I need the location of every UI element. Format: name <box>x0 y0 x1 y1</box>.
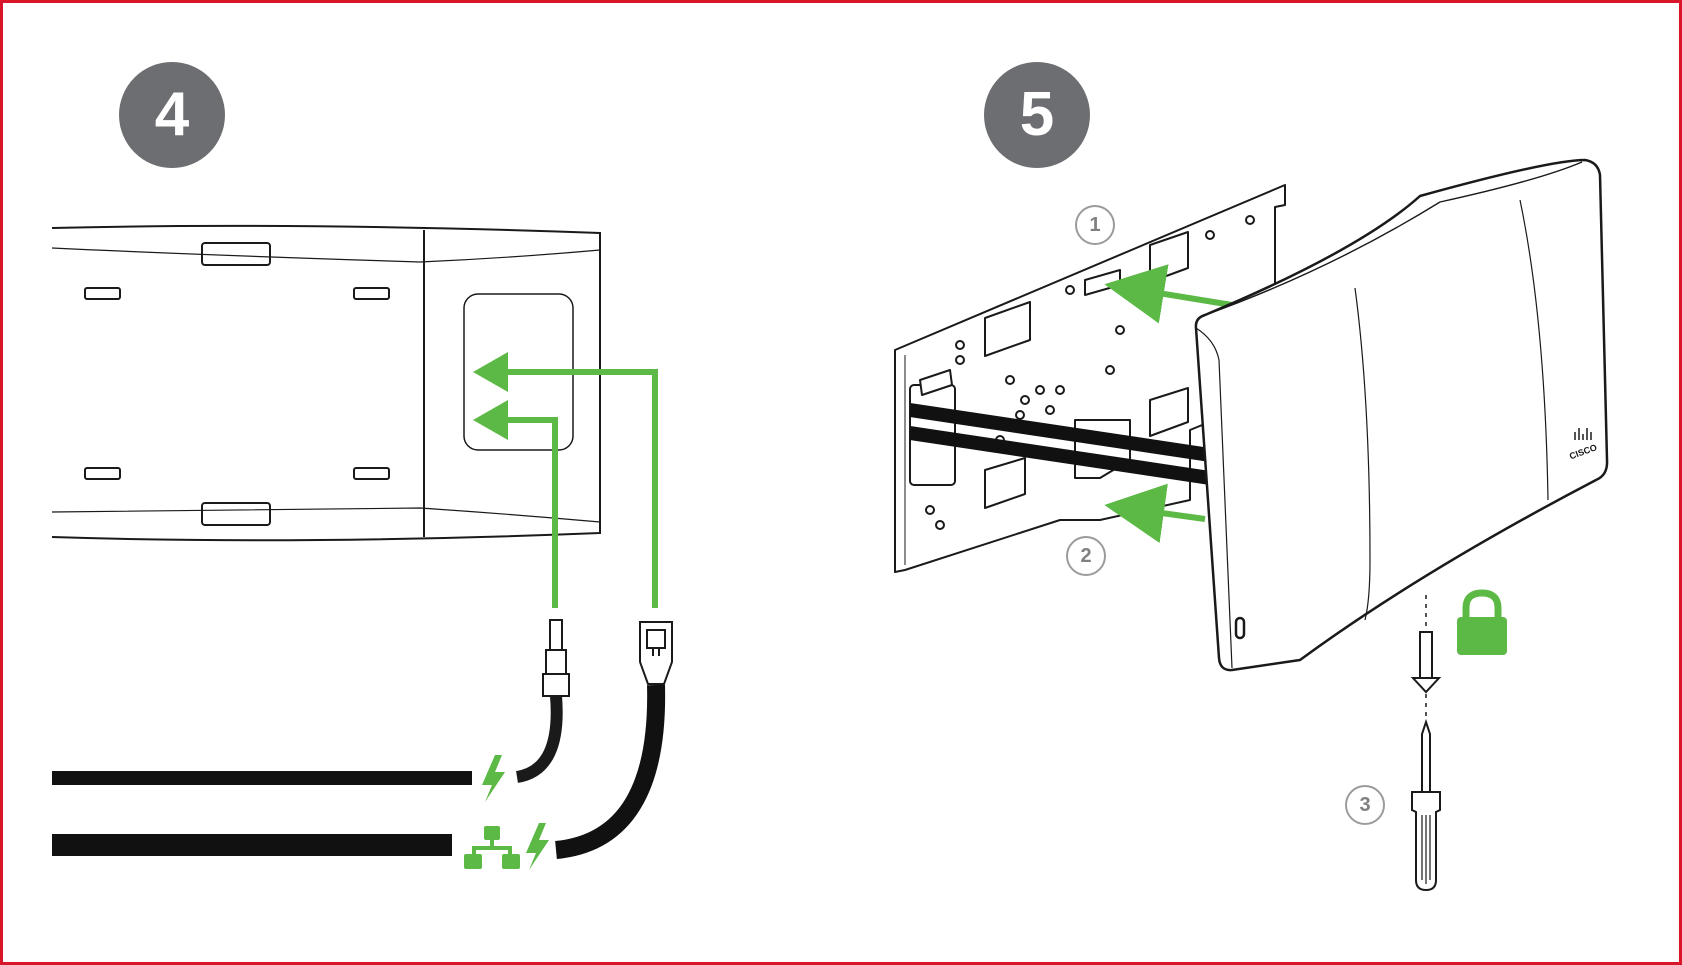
lightning-bolt-icon <box>526 823 549 870</box>
step-4-badge: 4 <box>119 62 225 168</box>
padlock-icon <box>1457 589 1507 655</box>
callout-2: 2 <box>1066 536 1106 576</box>
arrowhead-upper <box>473 352 508 392</box>
cable-routing-arrows <box>505 369 658 608</box>
mounting-rail-upper <box>908 403 1212 462</box>
access-point-back-panel <box>51 224 601 542</box>
callout-3: 3 <box>1345 785 1385 825</box>
callout-1: 1 <box>1075 205 1115 245</box>
ethernet-cable <box>554 684 666 859</box>
network-topology-icon <box>464 826 520 869</box>
lightning-bolt-icon <box>482 755 505 802</box>
ethernet-connector <box>639 621 673 685</box>
slide-arrow-upper <box>1104 264 1233 324</box>
screw <box>1410 631 1442 694</box>
ethernet-cable-straight <box>52 834 452 856</box>
power-connector <box>542 619 570 697</box>
slide-arrow-lower <box>1104 483 1206 544</box>
access-point-front <box>1194 158 1609 672</box>
power-cable-straight <box>52 771 472 785</box>
cisco-logo <box>1574 428 1592 440</box>
arrowhead-lower <box>473 400 508 440</box>
step-5-badge: 5 <box>984 62 1090 168</box>
power-cable <box>515 695 563 783</box>
mounting-rail-lower <box>908 426 1212 485</box>
screwdriver <box>1411 718 1441 892</box>
